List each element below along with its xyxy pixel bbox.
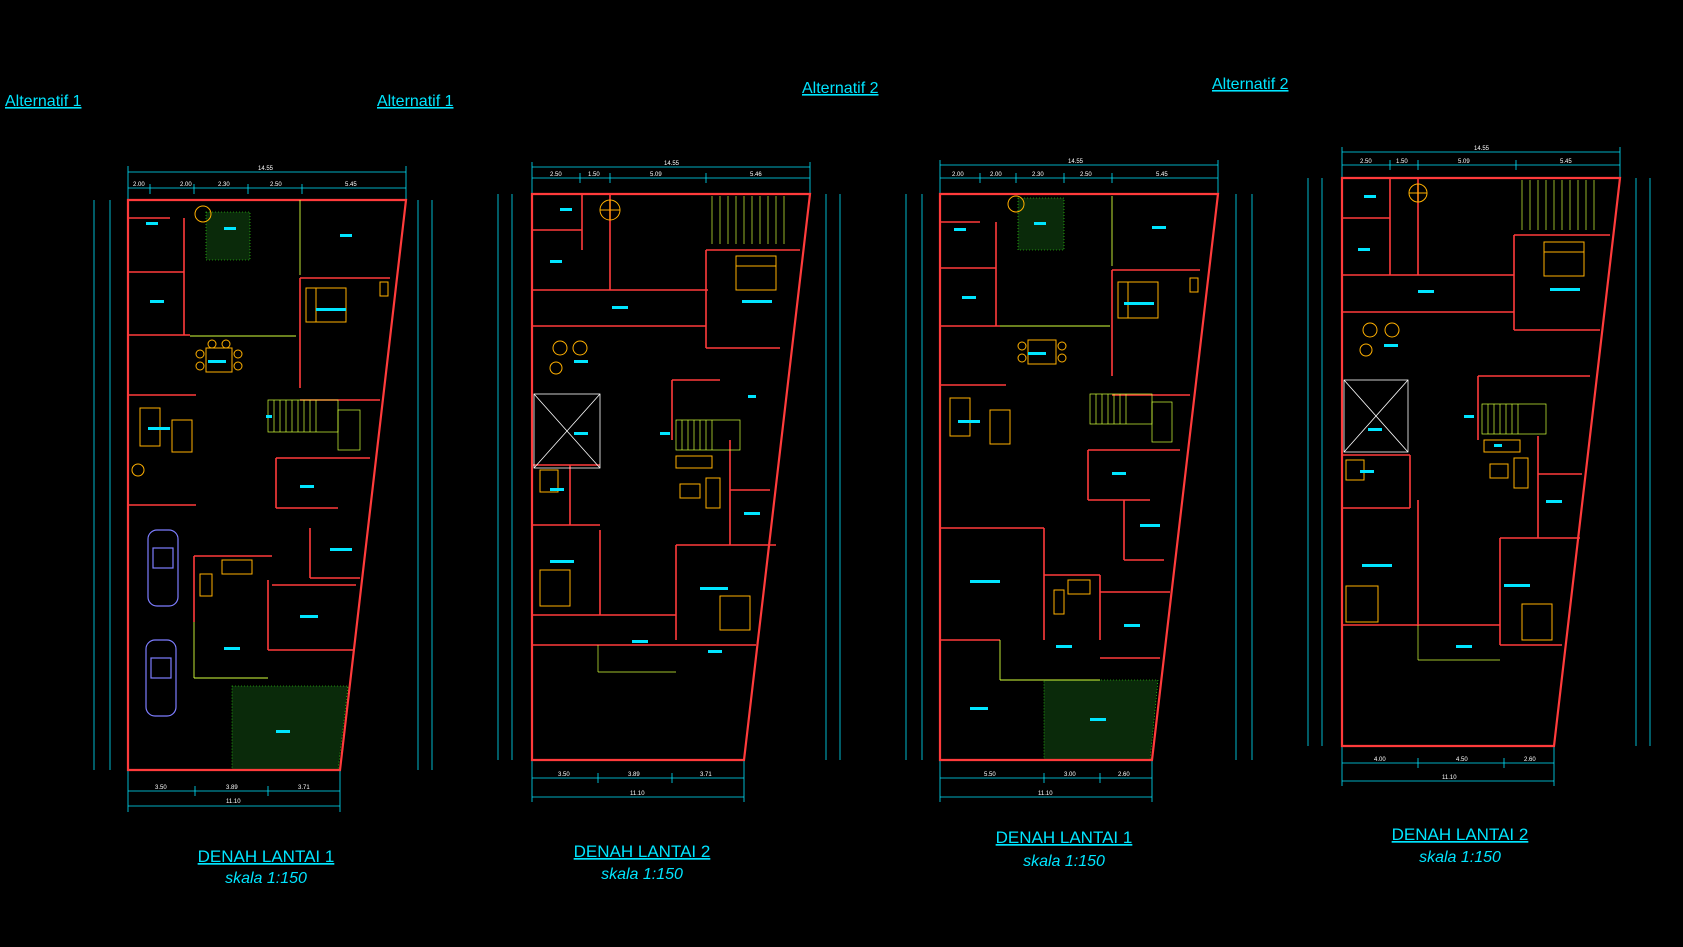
plan-1-dimensions [93, 166, 433, 812]
plan-1-dim-bottom-seg: 3.89 [226, 785, 238, 791]
plan-3-dim-bottom-seg: 2.60 [1118, 772, 1130, 778]
header-alternatif-1-right: Alternatif 1 [377, 93, 454, 110]
plan-1-dim-top-seg: 2.50 [270, 182, 282, 188]
plan-4-furniture [1345, 183, 1585, 641]
plan-3-dim-bottom-seg: 5.50 [984, 772, 996, 778]
plan-4-dimensions [1307, 147, 1651, 786]
plan-4-dim-bottom-seg: 2.60 [1524, 757, 1536, 763]
plan-4-room-tags [1358, 195, 1580, 648]
plan-4-scale: skala 1:150 [1419, 849, 1501, 866]
plan-4-outer-wall [1340, 176, 1622, 748]
plan-1-yellow-lines [190, 200, 301, 679]
plan-2-dim-top-seg: 2.50 [550, 172, 562, 178]
plan-3-dim-top-total: 14.55 [1068, 159, 1084, 165]
plan-2-scale: skala 1:150 [601, 866, 683, 883]
plan-2-interior-walls [532, 194, 800, 646]
plan-2-dim-top-total: 14.55 [664, 161, 680, 167]
plan-3: 14.55 2.00 2.00 2.30 2.50 5.45 5.50 3.00… [905, 159, 1253, 870]
plan-3-yellow-lines [999, 196, 1113, 681]
plan-3-title: DENAH LANTAI 1 [996, 828, 1133, 847]
plan-3-furniture [949, 195, 1199, 615]
plan-4-dim-top-seg: 5.45 [1560, 159, 1572, 165]
plan-4-dim-bottom-seg: 4.50 [1456, 757, 1468, 763]
plan-2-dim-top-seg: 5.09 [650, 172, 662, 178]
plan-3-dim-bottom-total: 11.10 [1038, 791, 1053, 797]
plan-4-dim-top-total: 14.55 [1474, 146, 1490, 152]
plan-4: 14.55 2.50 1.50 5.09 5.45 4.00 4.50 2.60… [1307, 146, 1651, 866]
plan-1-dim-bottom-seg: 3.71 [298, 785, 310, 791]
plan-2: 14.55 2.50 1.50 5.09 5.46 3.50 3.89 3.71… [497, 161, 841, 883]
plan-1-dim-bottom-seg: 3.50 [155, 785, 167, 791]
plan-2-title: DENAH LANTAI 2 [574, 842, 711, 861]
plan-4-stair [1417, 180, 1595, 661]
plan-3-interior-walls [940, 221, 1200, 659]
plan-1-dim-top-seg: 2.00 [133, 182, 145, 188]
plan-1-dim-top-seg: 2.00 [180, 182, 192, 188]
plan-3-room-tags [954, 222, 1166, 721]
plan-2-room-tags [550, 208, 772, 653]
plan-1-car-icons [145, 529, 179, 717]
plan-3-dim-bottom-seg: 3.00 [1064, 772, 1076, 778]
plan-4-dim-bottom-seg: 4.00 [1374, 757, 1386, 763]
header-alternatif-2-left: Alternatif 2 [802, 80, 879, 97]
plan-4-dim-top-seg: 1.50 [1396, 159, 1408, 165]
header-alternatif-2-right: Alternatif 2 [1212, 76, 1289, 93]
plan-4-interior-walls [1342, 178, 1610, 646]
plan-4-dim-top-seg: 5.09 [1458, 159, 1470, 165]
plan-3-dim-top-seg: 2.30 [1032, 172, 1044, 178]
plan-2-dim-bottom-total: 11.10 [630, 791, 645, 797]
plan-1-garden-top [205, 211, 251, 261]
plan-4-dim-top-seg: 2.50 [1360, 159, 1372, 165]
plan-4-dim-bottom-total: 11.10 [1442, 775, 1457, 781]
plan-1-furniture [131, 205, 389, 597]
plan-1-dim-top-total: 14.55 [258, 166, 274, 172]
plan-3-outer-wall [938, 192, 1220, 762]
plan-2-dimensions [497, 162, 841, 802]
plan-3-stair [1089, 393, 1173, 443]
plan-2-dim-top-seg: 5.46 [750, 172, 762, 178]
plan-1-title: DENAH LANTAI 1 [198, 847, 335, 866]
plan-3-scale: skala 1:150 [1023, 853, 1105, 870]
plan-2-void [533, 393, 601, 469]
plan-1-room-tags [146, 222, 352, 733]
plan-4-title: DENAH LANTAI 2 [1392, 825, 1529, 844]
plan-1-dim-top-seg: 5.45 [345, 182, 357, 188]
header-alternatif-1-left: Alternatif 1 [5, 93, 82, 110]
plan-3-dimensions [905, 160, 1253, 802]
plan-1-scale: skala 1:150 [225, 870, 307, 887]
plan-2-outer-wall [530, 192, 812, 762]
plan-2-dim-top-seg: 1.50 [588, 172, 600, 178]
plan-2-furniture [539, 199, 777, 631]
plan-1-outer-wall [126, 198, 408, 772]
plan-1-interior-walls [128, 217, 390, 651]
plan-3-dim-top-seg: 2.00 [952, 172, 964, 178]
plan-3-dim-top-seg: 2.00 [990, 172, 1002, 178]
plan-4-void [1343, 379, 1409, 453]
plan-3-dim-top-seg: 2.50 [1080, 172, 1092, 178]
plan-3-dim-top-seg: 5.45 [1156, 172, 1168, 178]
plan-1-dim-top-seg: 2.30 [218, 182, 230, 188]
plan-2-stair [597, 196, 785, 673]
plan-1-stair [267, 399, 361, 451]
plan-1-garden-bottom [231, 685, 349, 771]
plan-2-dim-bottom-seg: 3.89 [628, 772, 640, 778]
plan-1-dim-bottom-total: 11.10 [226, 799, 241, 805]
plan-1: 14.55 2.00 2.00 2.30 2.50 5.45 3.50 3.89… [93, 166, 433, 887]
plan-2-dim-bottom-seg: 3.50 [558, 772, 570, 778]
plan-2-dim-bottom-seg: 3.71 [700, 772, 712, 778]
